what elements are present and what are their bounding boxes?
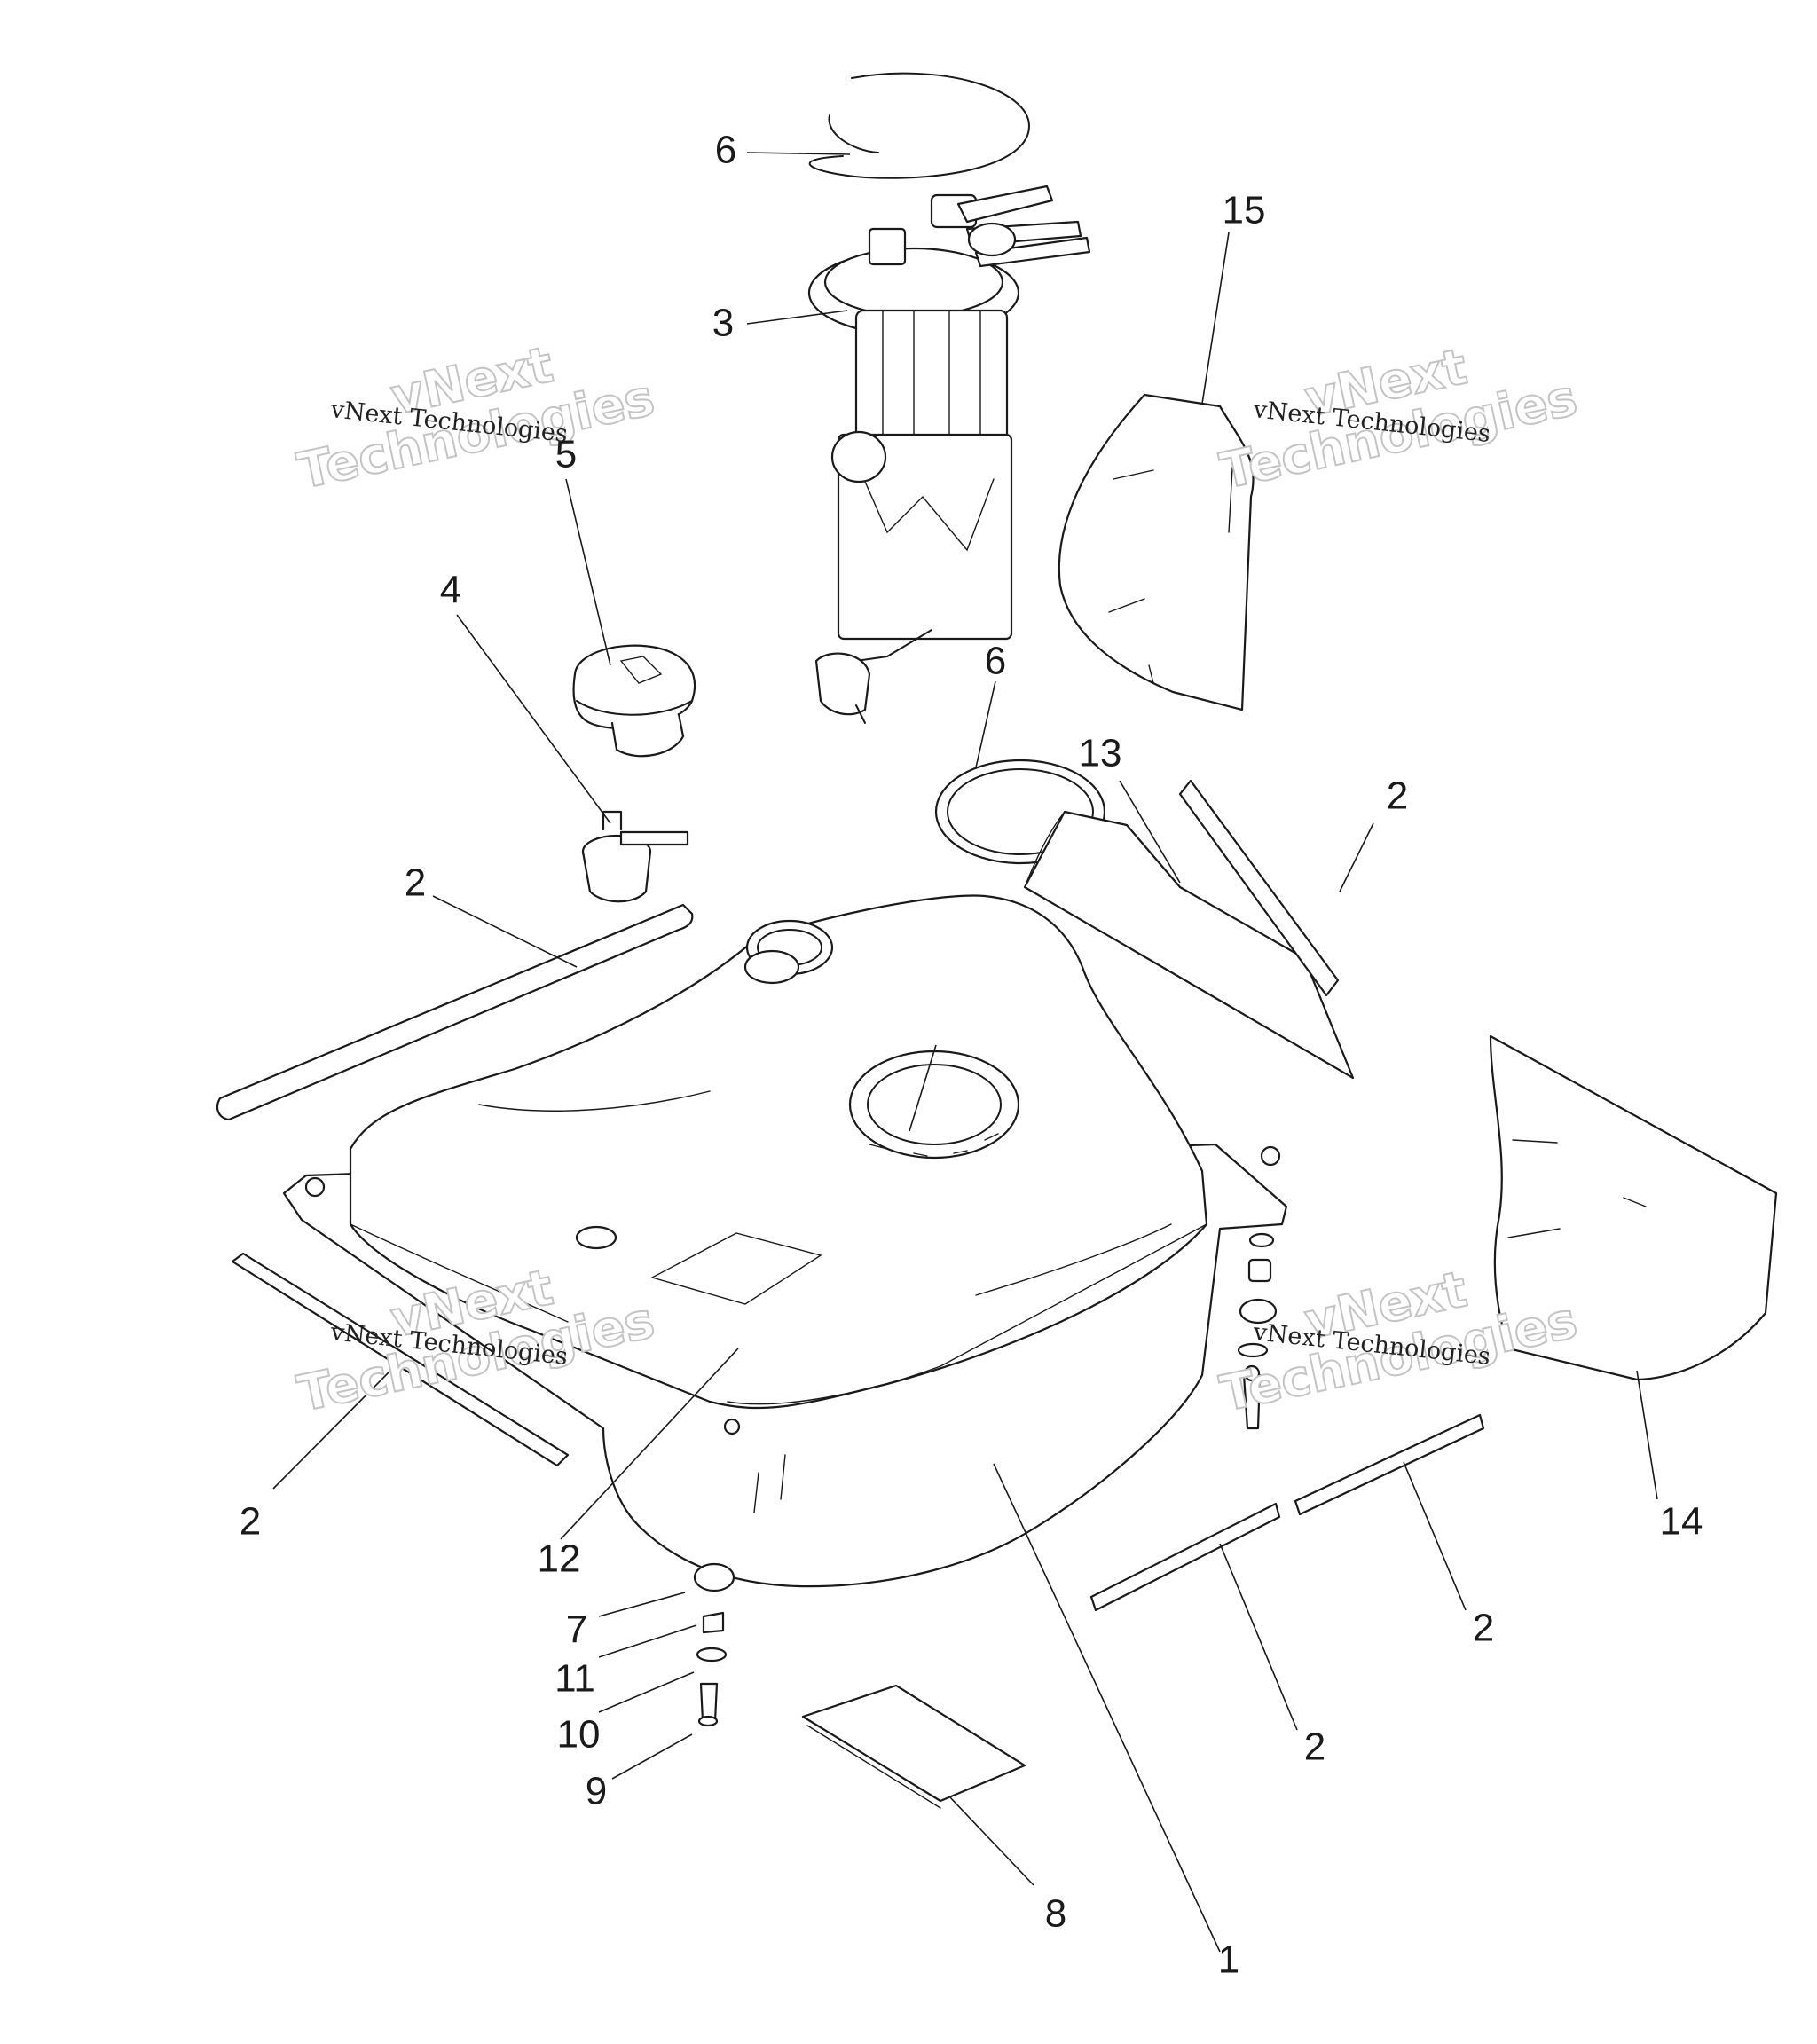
callout-10: 10 — [557, 1713, 601, 1757]
callouts: 6 3 15 5 4 6 13 2 2 2 12 7 11 10 9 8 1 2… — [240, 129, 1703, 1982]
foam-strip-lower-middle — [1089, 1502, 1281, 1612]
snap-ring-top — [808, 72, 1031, 179]
fuel-tank — [282, 894, 1288, 1588]
callout-2-upper-right: 2 — [1387, 774, 1408, 818]
foam-strip-upper-right — [1178, 779, 1340, 997]
callout-9: 9 — [586, 1770, 607, 1813]
callout-13: 13 — [1079, 732, 1122, 775]
insulation-pad — [801, 1684, 1026, 1809]
foam-strip-lower-right — [1294, 1413, 1485, 1516]
fuel-pump-module — [807, 185, 1091, 724]
heat-shield-14 — [1489, 1034, 1778, 1381]
callout-1: 1 — [1218, 1938, 1239, 1982]
mounting-hardware-right — [1237, 1232, 1278, 1430]
mounting-hardware-lower-left — [693, 1562, 735, 1727]
callout-2-lower-middle: 2 — [1304, 1726, 1325, 1769]
leader-lines — [272, 152, 1658, 1953]
callout-6-lower: 6 — [985, 640, 1006, 683]
callout-6-top: 6 — [715, 129, 736, 172]
callout-4: 4 — [440, 569, 461, 612]
callout-5: 5 — [555, 433, 577, 476]
callout-11: 11 — [555, 1657, 595, 1701]
foam-strip-lower-left — [231, 1252, 570, 1467]
callout-15: 15 — [1223, 189, 1266, 232]
heat-shield-15 — [1058, 393, 1255, 711]
callout-8: 8 — [1045, 1892, 1066, 1936]
vent-valve — [581, 810, 689, 903]
callout-2-upper-left: 2 — [405, 861, 426, 905]
callout-2-lower-left: 2 — [240, 1500, 261, 1544]
fuel-cap — [572, 644, 696, 758]
callout-3: 3 — [712, 302, 734, 345]
callout-7: 7 — [566, 1608, 587, 1652]
callout-12: 12 — [538, 1537, 581, 1581]
callout-2-lower-right: 2 — [1473, 1607, 1494, 1650]
foam-strip-upper-left — [216, 903, 694, 1121]
callout-14: 14 — [1660, 1500, 1703, 1544]
